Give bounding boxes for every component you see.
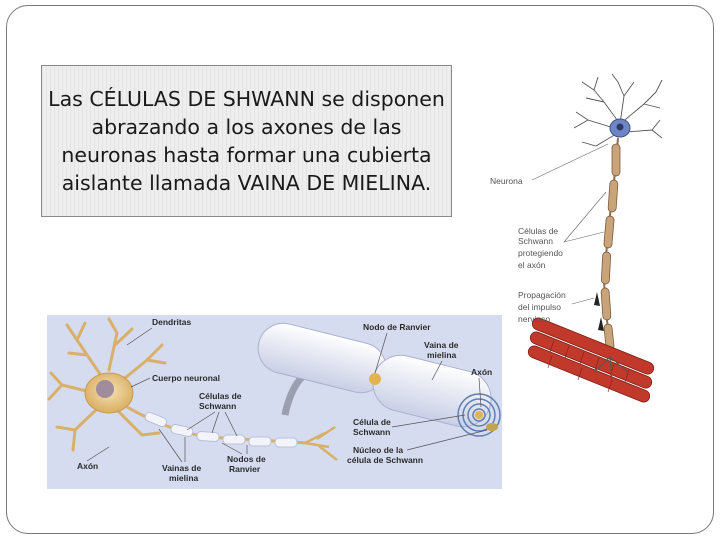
label-celula-2: Schwann [353, 427, 390, 437]
nucleus [96, 380, 114, 398]
label-nodo-ranvier: Nodo de Ranvier [363, 322, 431, 332]
label-celulas-r3: protegiendo [518, 248, 563, 258]
label-celulas-1: Células de [199, 391, 242, 401]
label-prop-1: Propagación [518, 290, 566, 300]
label-celulas-2: Schwann [199, 401, 236, 411]
text-box: Las CÉLULAS DE SHWANN se disponen abraza… [41, 65, 452, 217]
label-vaina-1: Vaina de [424, 340, 459, 350]
label-nucleo-2: célula de Schwann [347, 455, 423, 465]
label-celula-1: Célula de [353, 417, 391, 427]
muscle-fibers [526, 316, 655, 404]
label-vaina-2: mielina [427, 350, 457, 360]
body-paragraph: Las CÉLULAS DE SHWANN se disponen abraza… [48, 85, 445, 197]
label-dendritas: Dendritas [152, 317, 191, 327]
neuron-figure: Dendritas Cuerpo neuronal Células de Sch… [47, 315, 502, 489]
label-prop-2: del impulso [518, 302, 561, 312]
label-nucleo-1: Núcleo de la [353, 445, 403, 455]
label-celulas-r2: Schwann [518, 236, 553, 246]
label-neurona: Neurona [490, 176, 523, 186]
label-cuerpo: Cuerpo neuronal [152, 373, 220, 383]
label-nodos-1: Nodos de [227, 454, 266, 464]
neuron-muscle-figure: Neurona Células de Schwann protegiendo e… [484, 72, 664, 432]
label-axon-left: Axón [77, 461, 98, 471]
neuron-muscle-diagram: Neurona Células de Schwann protegiendo e… [484, 72, 664, 432]
label-vainas-1: Vainas de [162, 463, 201, 473]
axon-right [601, 138, 620, 357]
label-nodos-2: Ranvier [229, 464, 261, 474]
label-celulas-r1: Células de [518, 226, 558, 236]
neuron-diagram: Dendritas Cuerpo neuronal Células de Sch… [47, 315, 502, 489]
label-celulas-r4: el axón [518, 260, 546, 270]
label-vainas-2: mielina [169, 473, 199, 483]
label-prop-3: nervioso [518, 314, 550, 324]
